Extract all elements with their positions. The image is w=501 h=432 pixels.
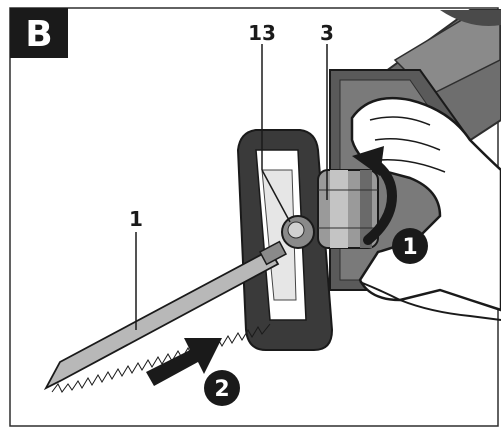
step-two-badge: 2 (204, 370, 240, 406)
label-part-clamp: 13 (248, 21, 276, 45)
step-one-number: 1 (402, 235, 417, 260)
label-part-blade: 1 (129, 207, 143, 231)
leader-lines (135, 44, 328, 330)
clamp-knob (281, 215, 315, 249)
panel-letter: B (25, 14, 52, 55)
gloved-hand (350, 96, 501, 321)
step-one-badge: 1 (392, 228, 428, 264)
rotation-arrow (352, 146, 398, 245)
label-part-lever: 3 (320, 21, 334, 45)
saw-blade (43, 240, 288, 393)
step-two-number: 2 (214, 377, 229, 402)
panel-letter-badge: B (10, 8, 68, 58)
blade-clamp-cylinder (317, 169, 379, 249)
insertion-arrow (146, 338, 222, 386)
